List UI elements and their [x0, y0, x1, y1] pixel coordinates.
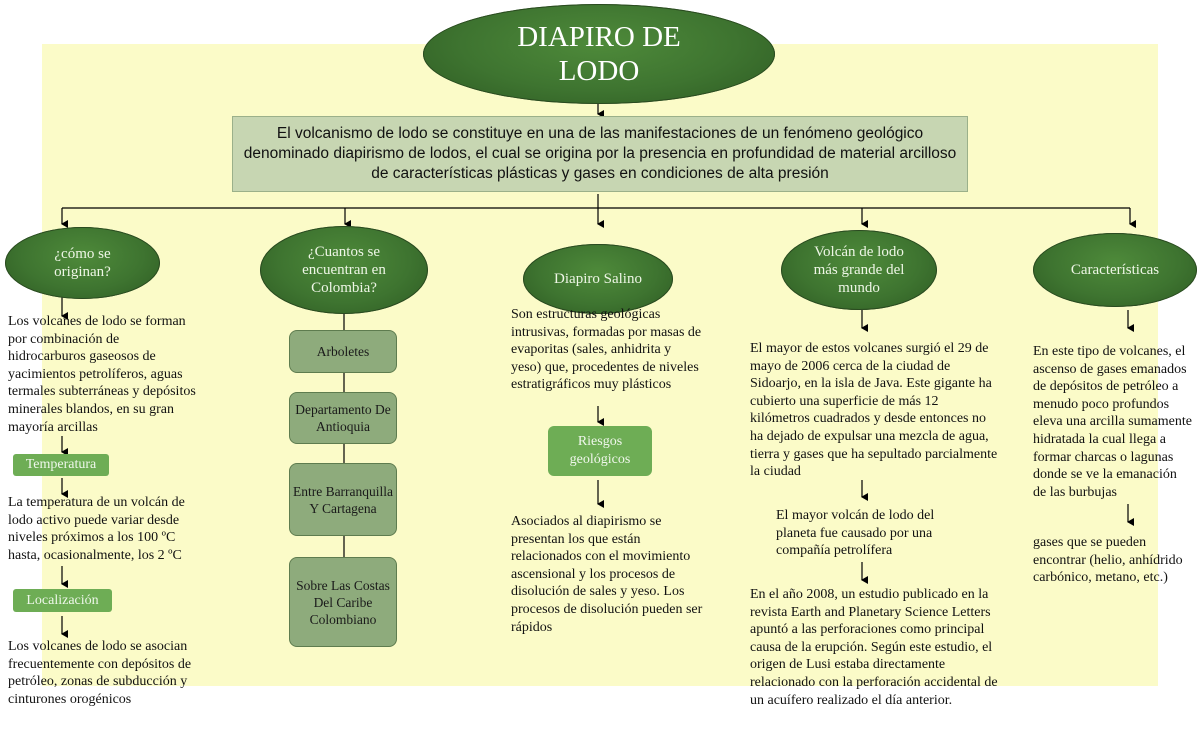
- col4-text-cause: El mayor volcán de lodo del planeta fue …: [776, 508, 935, 559]
- location-box-barranquilla-cartagena: Entre Barranquilla Y Cartagena: [289, 463, 397, 536]
- riesgos-label: Riesgos geológicos: [569, 434, 631, 467]
- col3-text-risks: Asociados al diapirismo se presentan los…: [511, 514, 703, 635]
- col4-text-study: En el año 2008, un estudio publicado en …: [750, 587, 998, 708]
- oval-label: ¿Cuantos se encuentran en Colombia?: [302, 244, 386, 296]
- riesgos-geologicos-box: Riesgos geológicos: [548, 426, 652, 476]
- page-title: DIAPIRO DE LODO: [517, 21, 681, 87]
- col3-text-definition: Son estructuras geológicas intrusivas, f…: [511, 307, 702, 393]
- col1-text-location: Los volcanes de lodo se asocian frecuent…: [8, 639, 192, 707]
- oval-cuantos-colombia: ¿Cuantos se encuentran en Colombia?: [260, 226, 428, 314]
- location-box-costas-caribe: Sobre Las Costas Del Caribe Colombiano: [289, 557, 397, 647]
- tag-localizacion: Localización: [13, 589, 112, 612]
- oval-como-se-originan: ¿cómo se originan?: [5, 227, 160, 299]
- oval-label: Características: [1070, 262, 1160, 278]
- oval-label: Volcán de lodo más grande del mundo: [813, 244, 905, 296]
- oval-label: Diapiro Salino: [554, 271, 642, 287]
- col1-text-temperature: La temperatura de un volcán de lodo acti…: [8, 495, 185, 563]
- col4-text-largest: El mayor de estos volcanes surgió el 29 …: [750, 341, 998, 480]
- definition-text: El volcanismo de lodo se constituye en u…: [243, 125, 957, 182]
- location-box-arboletes: Arboletes: [289, 330, 397, 373]
- title-oval: DIAPIRO DE LODO: [423, 4, 775, 104]
- definition-box: El volcanismo de lodo se constituye en u…: [232, 116, 968, 192]
- col1-text-origin: Los volcanes de lodo se forman por combi…: [8, 314, 196, 435]
- oval-diapiro-salino: Diapiro Salino: [523, 244, 673, 314]
- location-box-antioquia: Departamento De Antioquia: [289, 392, 397, 444]
- oval-volcan-mas-grande: Volcán de lodo más grande del mundo: [781, 230, 937, 310]
- oval-label: ¿cómo se originan?: [54, 246, 111, 280]
- col5-text-gases: gases que se pueden encontrar (helio, an…: [1033, 535, 1183, 586]
- col5-text-features: En este tipo de volcanes, el ascenso de …: [1033, 344, 1192, 500]
- tag-temperatura: Temperatura: [13, 454, 109, 476]
- oval-caracteristicas: Características: [1033, 233, 1197, 307]
